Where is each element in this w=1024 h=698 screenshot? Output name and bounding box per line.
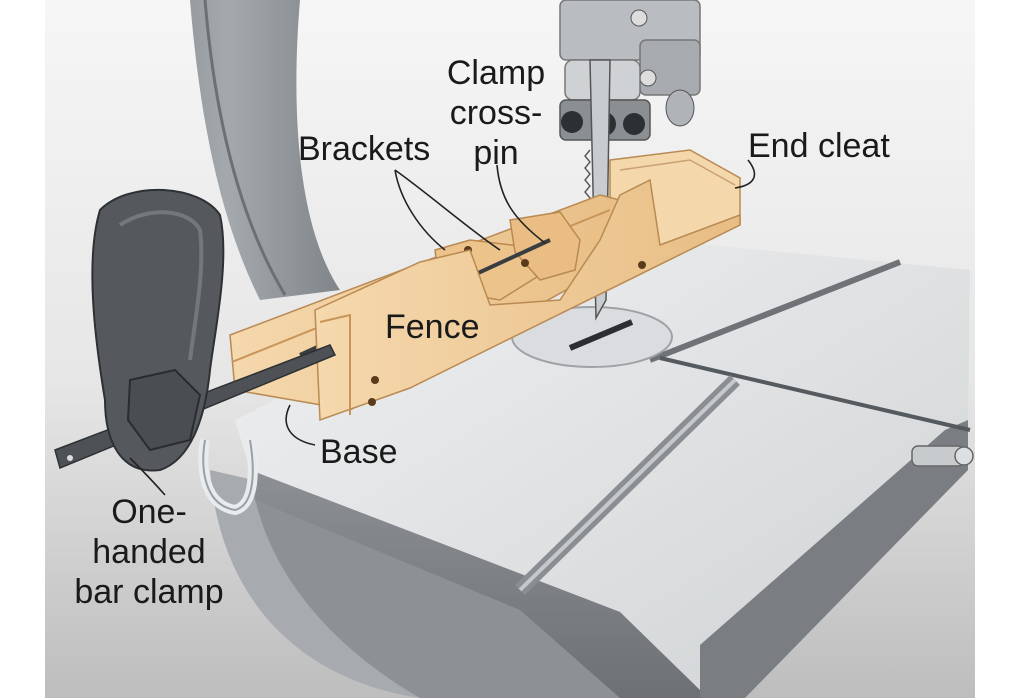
- label-line: pin: [473, 134, 519, 172]
- leader-clamp-cross-pin: [496, 164, 546, 244]
- leader-bar-clamp: [129, 457, 166, 496]
- fence: [314, 178, 741, 422]
- leader-brackets-1: [394, 169, 446, 251]
- label-line: handed: [92, 533, 206, 571]
- clamp-handle: [126, 368, 202, 452]
- leader-end-cleat: [734, 159, 756, 189]
- label-line: bar clamp: [74, 573, 224, 611]
- label-brackets: Brackets: [298, 130, 431, 168]
- table-edge: [250, 470, 700, 698]
- label-line: cross-: [449, 94, 543, 132]
- label-end-cleat: End cleat: [748, 127, 890, 165]
- label-base: Base: [320, 433, 398, 471]
- leader-base: [285, 404, 316, 446]
- label-line: Clamp: [446, 54, 546, 92]
- label-line: One-: [111, 493, 187, 531]
- leader-brackets-2: [394, 169, 501, 251]
- label-bar-clamp: One- handed bar clamp: [64, 492, 234, 612]
- label-fence: Fence: [385, 308, 480, 346]
- label-clamp-cross-pin: Clamp cross- pin: [436, 53, 556, 173]
